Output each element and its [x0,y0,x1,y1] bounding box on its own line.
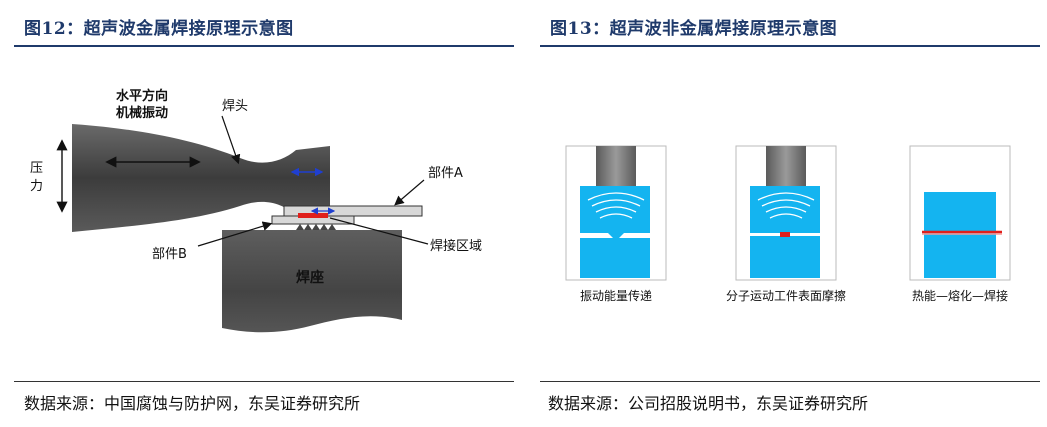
step2-wave-1 [765,206,807,213]
right-figure-title: 图13：超声波非金属焊接原理示意图 [550,19,838,39]
label-anvil: 焊座 [296,269,324,286]
step1-caption: 振动能量传递 [580,288,652,303]
left-figure-title: 图12：超声波金属焊接原理示意图 [24,19,294,39]
step1-wave-1 [595,206,637,213]
step2-wave-2 [761,199,811,207]
step2-friction-mark [780,232,790,237]
step3-caption: 热能—熔化—焊接 [912,288,1008,303]
left-panel: 图12：超声波金属焊接原理示意图 [0,0,520,427]
label-horizontal-vibration-1: 水平方向 [116,88,168,104]
label-horizontal-vibration-2: 机械振动 [116,105,168,121]
left-title-rule [14,45,514,47]
right-panel: 图13：超声波非金属焊接原理示意图 振动能量传递 [540,0,1047,427]
step-vibration-transfer: 振动能量传递 [565,145,667,303]
label-part-b: 部件B [152,247,187,262]
nonmetal-welding-diagram: 振动能量传递 分子运动工件表面摩擦 热能—熔化—焊接 [565,145,1011,303]
step2-upper-part [750,186,820,233]
metal-welding-diagram: 水平方向 机械振动 焊头 压 力 部件A 部件B 焊接区域 焊座 [30,88,482,333]
anvil-shape [222,230,402,333]
right-source-rule [540,381,1040,382]
step2-wave-4 [769,213,803,219]
left-source-text: 数据来源：中国腐蚀与防护网，东吴证券研究所 [24,394,361,413]
step3-joined-part [924,192,996,278]
label-pressure-1: 压 [30,161,43,176]
right-title-rule [540,45,1040,47]
left-source-rule [14,381,514,382]
horn-shape [72,124,330,232]
right-source-text: 数据来源：公司招股说明书，东吴证券研究所 [548,394,869,413]
part-a-leader [394,179,425,206]
step2-lower-part [750,236,820,278]
step1-rod [596,146,636,186]
label-horn: 焊头 [222,98,248,114]
step2-rod [766,146,806,186]
step1-lower-part [580,238,650,278]
step2-caption: 分子运动工件表面摩擦 [726,288,846,303]
step1-wave-3 [587,192,645,201]
step-molecular-friction: 分子运动工件表面摩擦 [726,145,846,303]
label-pressure-2: 力 [30,179,43,194]
label-weld-zone: 焊接区域 [430,238,482,254]
weld-zone-leader [329,217,429,245]
part-a-plate [283,205,423,217]
horn-leader [221,115,241,165]
anvil-teeth [296,224,336,230]
label-part-a: 部件A [428,166,463,181]
weld-zone-mark [298,213,328,218]
step2-wave-3 [757,192,815,201]
step1-wave-2 [591,199,641,207]
step-heat-melt-weld: 热能—熔化—焊接 [909,145,1011,303]
step1-wave-4 [599,213,633,219]
part-b-leader [197,221,273,247]
